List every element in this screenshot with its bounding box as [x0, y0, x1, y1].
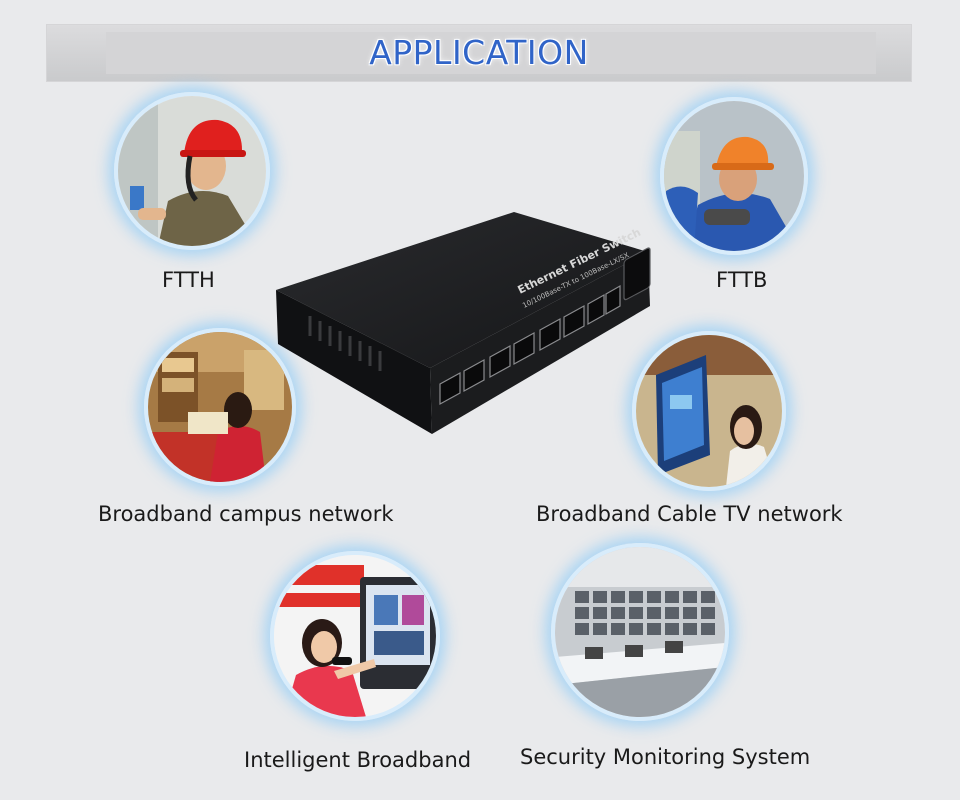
page-title: APPLICATION	[369, 33, 589, 72]
campus-photo-circle	[144, 328, 296, 486]
caption-fttb: FTTB	[716, 268, 768, 292]
header-banner: APPLICATION	[46, 24, 912, 82]
caption-ftth: FTTH	[162, 268, 215, 292]
ftth-photo-circle	[114, 92, 270, 250]
intelligent-broadband-photo-circle	[270, 551, 440, 721]
ethernet-fiber-switch-device: Ethernet Fiber Switch 10/100Base-TX to 1…	[276, 212, 651, 434]
device-left-face	[276, 290, 432, 434]
woman-with-remote-photo-icon	[274, 555, 436, 717]
device-top-face	[276, 212, 648, 368]
caption-cable-tv: Broadband Cable TV network	[536, 502, 843, 526]
technician-red-helmet-photo-icon	[118, 96, 266, 246]
student-at-desk-photo-icon	[148, 332, 292, 482]
fttb-photo-circle	[660, 97, 808, 255]
rj45-ports	[439, 284, 621, 406]
control-room-photo-icon	[555, 547, 725, 717]
banner-inner-band	[106, 32, 876, 74]
security-photo-circle	[551, 543, 729, 721]
caption-campus: Broadband campus network	[98, 502, 394, 526]
caption-security: Security Monitoring System	[520, 745, 811, 769]
caption-intelligent-broadband: Intelligent Broadband	[244, 748, 472, 772]
vent-slots	[308, 316, 382, 371]
fiber-sc-port	[623, 247, 651, 301]
